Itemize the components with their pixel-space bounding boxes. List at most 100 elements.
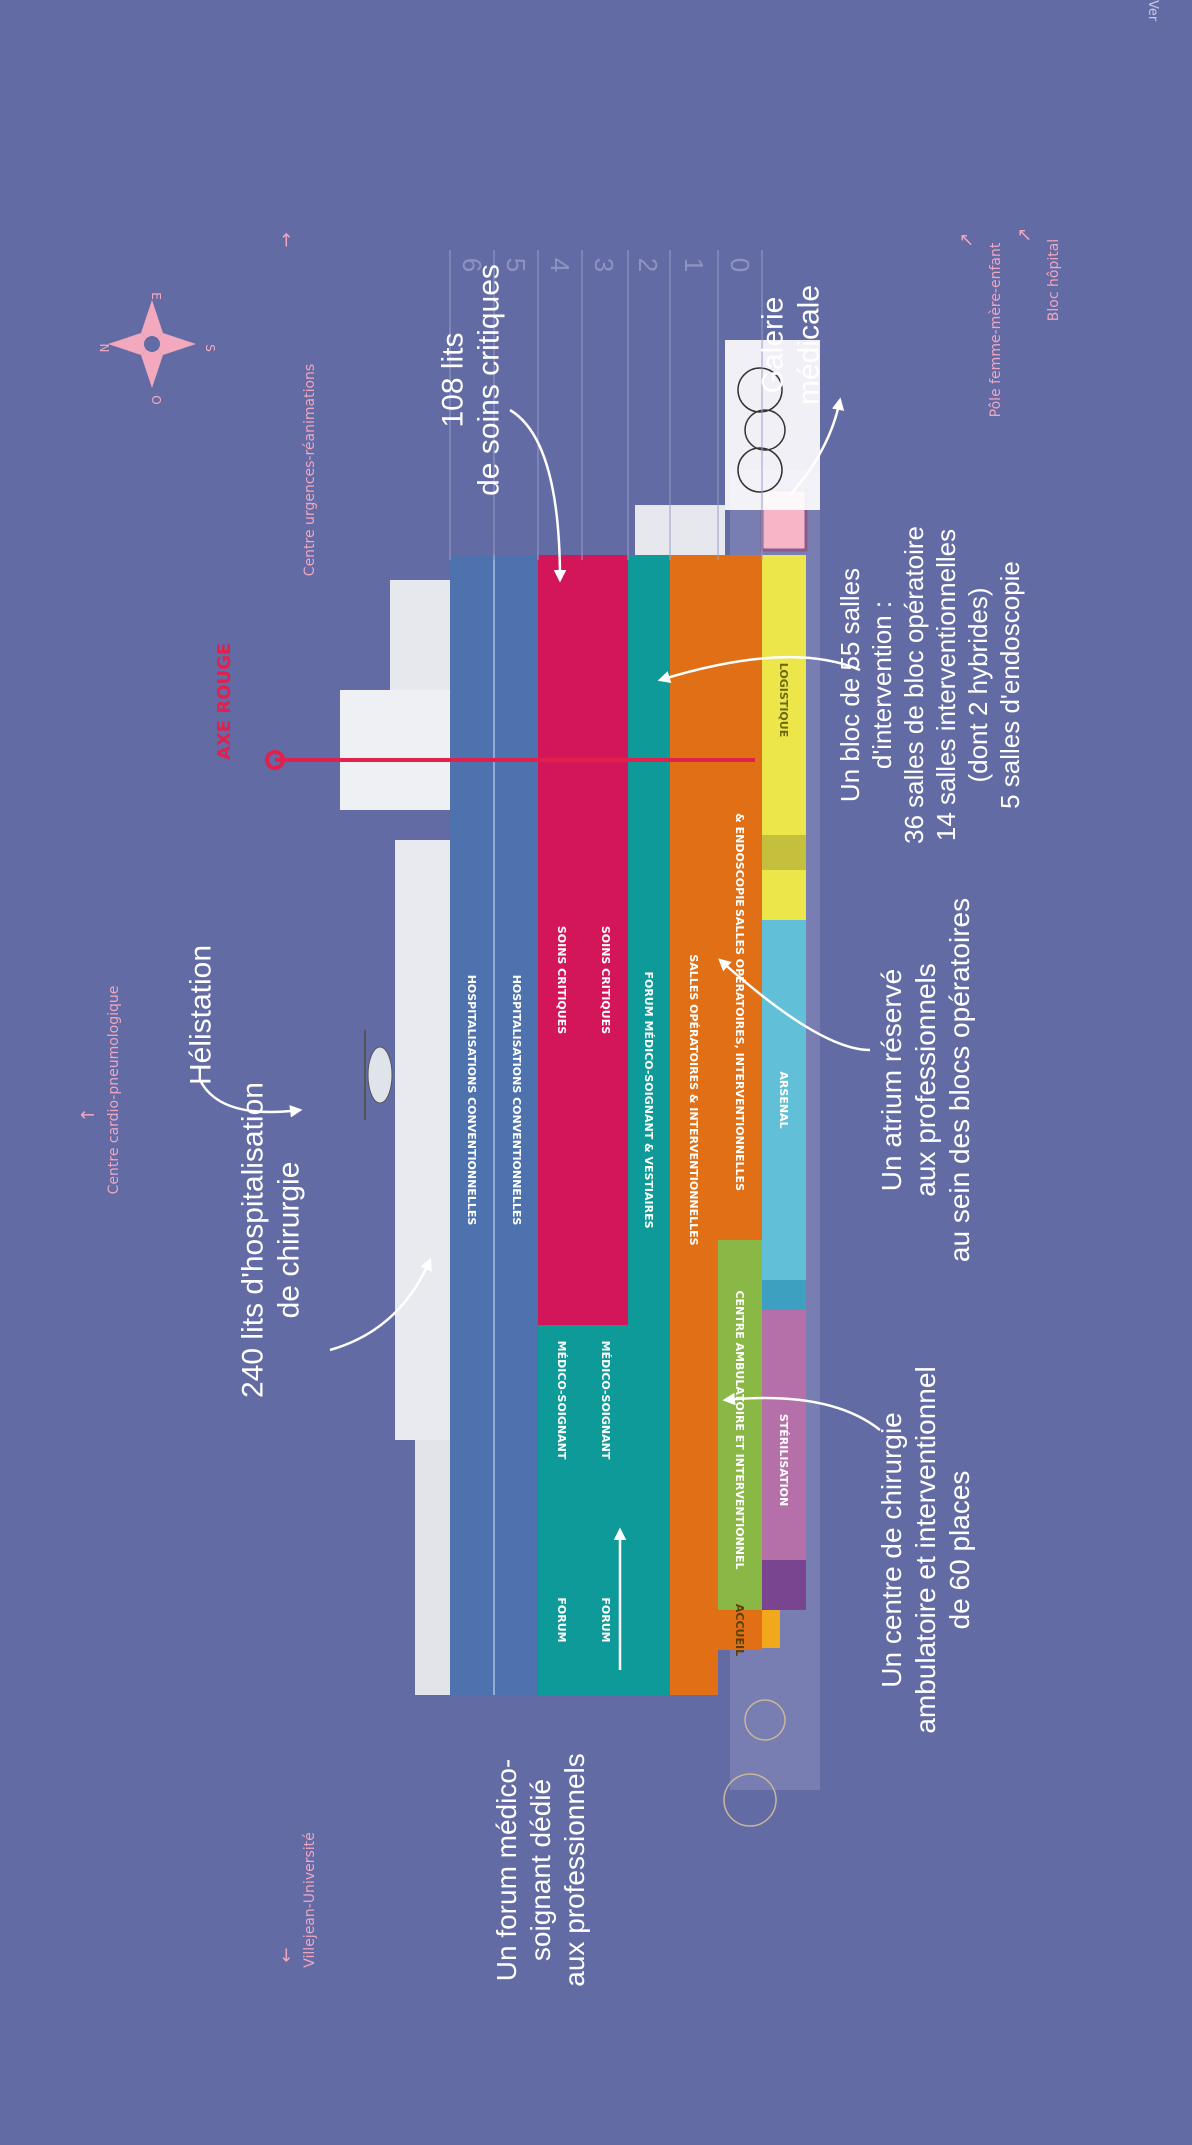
- zone-label: SALLES OPÉRATOIRES, INTERVENTIONNELLES: [733, 909, 746, 1191]
- annotation-line: 240 lits d'hospitalisation: [237, 1082, 270, 1398]
- direction-pole-femme: Pôle femme-mère-enfant: [988, 242, 1004, 417]
- zone-medico-soignant: [538, 1325, 628, 1695]
- zone-forum-vestiaires: [628, 555, 670, 1695]
- arrow-icon: ↗: [1014, 227, 1035, 242]
- zone-label: FORUM: [555, 1597, 568, 1642]
- annotation-line: ambulatoire et interventionnel: [910, 1366, 941, 1733]
- zone-arsenal: [762, 920, 806, 1280]
- annotation-line: Un atrium réservé: [876, 969, 907, 1192]
- floor-number: 4: [545, 258, 575, 272]
- annotation-line: soignant dédié: [525, 1779, 556, 1961]
- zone-label: SOINS CRITIQUES: [555, 926, 568, 1034]
- annotation-line: 36 salles de bloc opératoire: [899, 526, 929, 844]
- zone-sterilisation: [762, 1310, 806, 1610]
- roof-structure-left: [390, 580, 450, 690]
- annotation-line: de chirurgie: [273, 1162, 306, 1319]
- zone-arsenal-annex: [762, 1280, 806, 1310]
- direction-villejean: Villejean-Université: [302, 1832, 318, 1968]
- zone-label: HOSPITALISATIONS CONVENTIONNELLES: [510, 975, 523, 1226]
- zone-salles-level2: [670, 555, 718, 1695]
- zone-centre-ambulatoire: [718, 1240, 762, 1610]
- arrow-icon: →: [276, 232, 297, 247]
- zone-label: FORUM MÉDICO-SOIGNANT & VESTIAIRES: [642, 971, 655, 1228]
- edge-text: Ver: [1145, 0, 1160, 22]
- building-section: 6 5 4 3 2 1 0 HOSPITALISATIONS CONVENTIO…: [214, 250, 820, 1827]
- annotation-line: de soins critiques: [473, 264, 506, 496]
- zone-label: ARSENAL: [777, 1071, 790, 1128]
- tree-icon: [744, 409, 786, 451]
- annotation-line: d'intervention :: [867, 601, 897, 769]
- zone-label: STÉRILISATION: [777, 1414, 790, 1506]
- annotation-line: aux professionnels: [910, 963, 941, 1196]
- arrow-icon: ↗: [956, 232, 977, 247]
- zone-label: FORUM: [599, 1597, 612, 1642]
- annotation-line: (dont 2 hybrides): [963, 587, 993, 782]
- tree-icon: [723, 1773, 777, 1827]
- arrow-helistation: [198, 1079, 303, 1118]
- arrow-galerie: [789, 397, 845, 496]
- zone-label: SALLES OPÉRATOIRES & INTERVENTIONNELLES: [687, 954, 700, 1245]
- direction-bloc-hopital: Bloc hôpital: [1046, 239, 1062, 321]
- zone-label: MÉDICO-SOIGNANT: [599, 1341, 612, 1460]
- roof-structure-end: [415, 1440, 450, 1695]
- zone-logistique-separator: [762, 835, 806, 870]
- arrow-108-lits: [509, 408, 567, 583]
- galerie-pergola: [635, 505, 725, 555]
- axe-rouge-marker: [265, 750, 285, 770]
- floor-number: 1: [679, 258, 709, 272]
- arrow-240-lits: [329, 1257, 432, 1352]
- zone-label: MÉDICO-SOIGNANT: [555, 1341, 568, 1460]
- annotation-line: aux professionnels: [559, 1753, 590, 1986]
- axe-rouge-label: AXE ROUGE: [214, 643, 235, 760]
- direction-centre-cardio: Centre cardio-pneumologique: [106, 986, 122, 1195]
- annotation-line: 14 salles interventionnelles: [931, 529, 961, 841]
- arrow-atrium: [718, 958, 871, 1052]
- compass-west: O: [149, 395, 163, 404]
- zone-label: CENTRE AMBULATOIRE ET INTERVENTIONNEL: [733, 1290, 746, 1569]
- galerie-structure: [725, 340, 820, 510]
- arrow-centre-chir: [722, 1392, 881, 1431]
- annotation-line: Un forum médico-: [491, 1759, 522, 1982]
- annotation-line: Un bloc de 55 salles: [835, 568, 865, 802]
- annotation-line: Galerie: [757, 297, 790, 394]
- zone-label: LOGISTIQUE: [777, 663, 790, 737]
- compass-north: N: [97, 344, 111, 353]
- tree-icon: [737, 367, 783, 413]
- annotation-line: 5 salles d'endoscopie: [995, 561, 1025, 809]
- zone-label: ACCUEIL: [733, 1604, 746, 1656]
- arrow-bloc-55: [657, 655, 861, 684]
- roof-structure-main: [340, 690, 450, 810]
- floor-number: 0: [725, 258, 755, 272]
- zone-soins-critiques: [538, 555, 628, 1325]
- floor-number: 5: [501, 258, 531, 272]
- zone-sterilisation-dark: [762, 1560, 806, 1610]
- helicopter-icon: [367, 1046, 393, 1104]
- zone-label: & ENDOSCOPIE: [733, 813, 746, 907]
- annotation-line: médicale: [793, 285, 826, 405]
- floor-number: 2: [633, 258, 663, 272]
- annotation-line: 108 lits: [437, 332, 470, 427]
- tree-icon: [737, 447, 783, 493]
- annotation-helistation: Hélistation: [185, 945, 218, 1085]
- direction-centre-urgences: Centre urgences-réanimations: [302, 364, 318, 576]
- zone-label: SOINS CRITIQUES: [599, 926, 612, 1034]
- zone-label: HOSPITALISATIONS CONVENTIONNELLES: [465, 975, 478, 1226]
- annotation-arrows: [198, 397, 881, 1670]
- tree-icon: [744, 1699, 786, 1741]
- compass-east: E: [149, 292, 163, 300]
- compass-south: S: [203, 344, 217, 352]
- annotation-line: Un centre de chirurgie: [876, 1412, 907, 1687]
- arrow-icon: ↑: [78, 1107, 99, 1122]
- roof-structure-right: [395, 840, 450, 1440]
- arrow-icon: ←: [276, 1947, 297, 1962]
- annotation-line: de 60 places: [944, 1471, 975, 1630]
